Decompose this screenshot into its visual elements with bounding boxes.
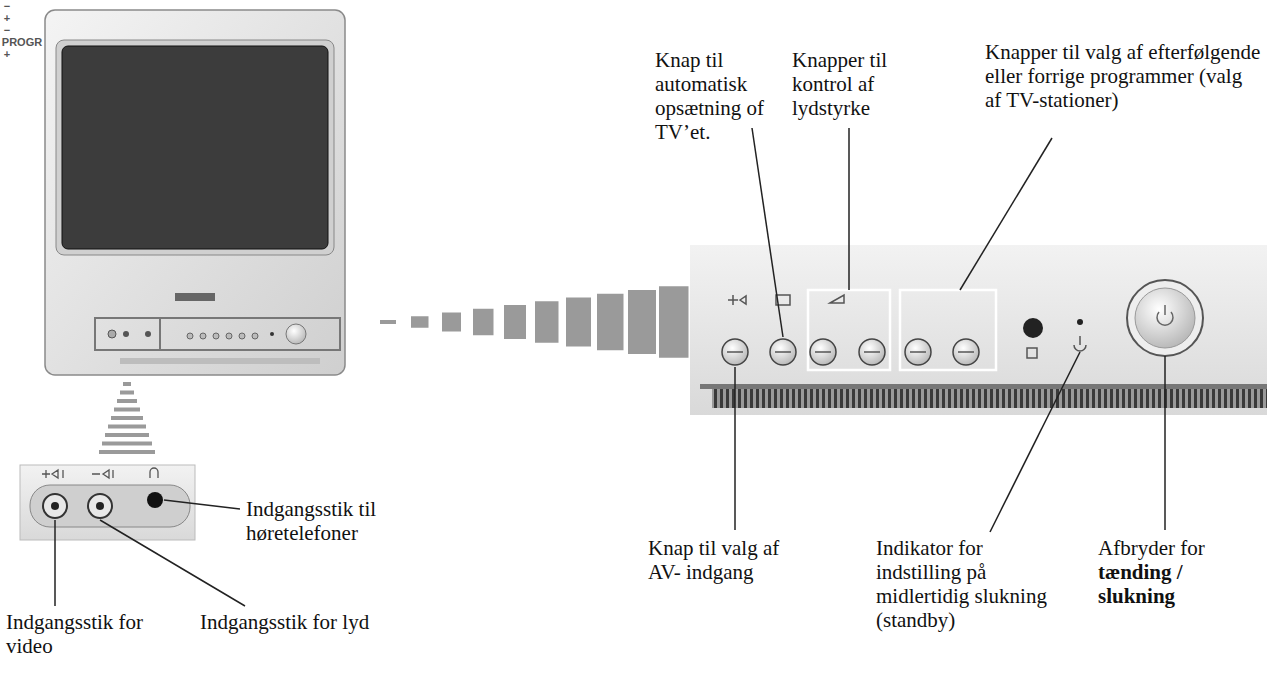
tv-set — [45, 10, 345, 375]
zoom-step — [597, 294, 624, 351]
zoom-step — [442, 313, 461, 332]
callout-label: tænding / slukning — [1098, 560, 1263, 608]
front-panel — [690, 245, 1267, 415]
zoom-step — [111, 416, 143, 420]
zoom-step — [380, 320, 396, 324]
zoom-step — [659, 286, 689, 358]
callout-label: Knap til automatisk opsætning of TV’et. — [655, 48, 815, 144]
zoom-steps — [380, 286, 689, 358]
callout-label: Indgangsstik til høretelefoner — [246, 497, 486, 545]
zoom-step — [628, 290, 656, 354]
panel-symbol: − — [0, 24, 14, 36]
callout-label: Knap til valg af AV- indgang — [648, 536, 798, 584]
zoom-step — [108, 425, 146, 429]
callout-label: Indgangsstik for lyd — [200, 610, 370, 634]
zoom-step — [105, 433, 149, 437]
callout-label: Indgangsstik for video — [6, 610, 156, 658]
zoom-step — [504, 305, 526, 339]
zoom-step — [114, 408, 140, 412]
leader-lines — [55, 128, 1165, 606]
zoom-step — [123, 382, 131, 386]
side-panel — [20, 465, 195, 540]
panel-symbol: + — [0, 48, 14, 60]
zoom-step — [535, 301, 559, 343]
callout-label: Knapper til kontrol af lydstyrke — [792, 48, 932, 120]
zoom-step — [566, 298, 591, 347]
zoom-step — [473, 309, 494, 336]
callout-label: Indikator for indstilling på midlertidig… — [876, 536, 1066, 632]
panel-marking: PROGR — [0, 36, 44, 48]
zoom-steps — [99, 382, 155, 454]
panel-symbol: + — [0, 12, 14, 24]
zoom-step — [99, 450, 155, 454]
panel-symbol: − — [0, 0, 14, 12]
zoom-step — [411, 316, 429, 328]
zoom-step — [102, 442, 152, 446]
zoom-step — [120, 391, 134, 395]
callout-label: Knapper til valg af efterfølgende eller … — [985, 40, 1263, 112]
callout-label: Afbryder for — [1098, 536, 1263, 560]
zoom-step — [117, 399, 137, 403]
